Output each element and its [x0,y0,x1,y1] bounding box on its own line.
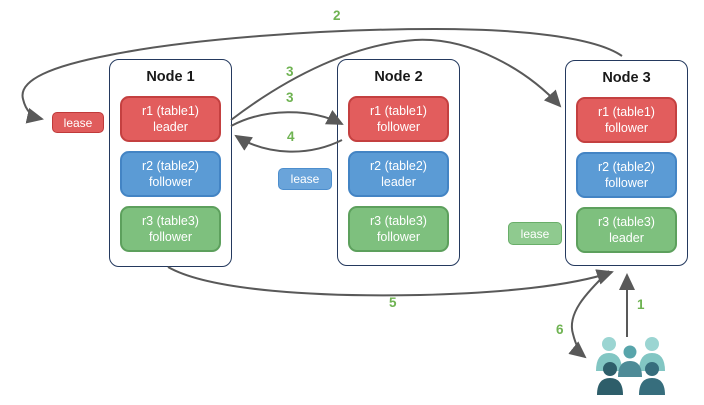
node-3-replica-r2: r2 (table2) follower [576,152,677,198]
node-2-box: Node 2 r1 (table1) follower r2 (table2) … [337,59,460,266]
replica-role: follower [148,230,193,244]
replica-name: r2 (table2) [598,160,655,174]
flow-step-3a-label: 3 [286,64,294,79]
replica-role: follower [376,120,421,134]
node-1-replica-r3: r3 (table3) follower [120,206,221,252]
replica-name: r1 (table1) [142,104,199,118]
flow-step-3b-label: 3 [286,90,294,105]
replica-role: follower [148,175,193,189]
arrow-step-6-node3-to-users [568,270,610,359]
node-1-box: Node 1 r1 (table1) leader r2 (table2) fo… [109,59,232,267]
lease-badge-r1: lease [52,112,104,133]
lease-badge-r2: lease [278,168,332,190]
replica-role: leader [153,120,188,134]
arrow-step-5-node1-to-node3 [167,266,614,297]
node-1-replica-r2: r2 (table2) follower [120,151,221,197]
node-2-replica-r3: r3 (table3) follower [348,206,449,252]
node-2-replica-r1: r1 (table1) follower [348,96,449,142]
node-3-replica-r1: r1 (table1) follower [576,97,677,143]
replica-name: r3 (table3) [142,214,199,228]
lease-badge-r3: lease [508,222,562,245]
replica-role: follower [604,121,649,135]
replica-name: r3 (table3) [598,215,655,229]
flow-step-1-label: 1 [637,297,645,312]
node-2-title: Node 2 [374,69,423,85]
node-1-replica-r1: r1 (table1) leader [120,96,221,142]
replica-role: follower [604,176,649,190]
node-2-replica-r2: r2 (table2) leader [348,151,449,197]
flow-step-2-label: 2 [333,8,341,23]
node-3-title: Node 3 [602,70,651,86]
arrow-step-3-node1-to-node2 [230,110,344,127]
node-1-title: Node 1 [146,69,195,85]
flow-step-6-label: 6 [556,322,564,337]
users-icon [596,337,665,395]
node-3-replica-r3: r3 (table3) leader [576,207,677,253]
replica-name: r2 (table2) [370,159,427,173]
replica-name: r1 (table1) [598,105,655,119]
flow-step-4-label: 4 [287,129,295,144]
replica-name: r3 (table3) [370,214,427,228]
replica-name: r2 (table2) [142,159,199,173]
replica-role: follower [376,230,421,244]
replica-role: leader [381,175,416,189]
flow-step-5-label: 5 [389,295,397,310]
replica-name: r1 (table1) [370,104,427,118]
replica-role: leader [609,231,644,245]
node-3-box: Node 3 r1 (table1) follower r2 (table2) … [565,60,688,266]
